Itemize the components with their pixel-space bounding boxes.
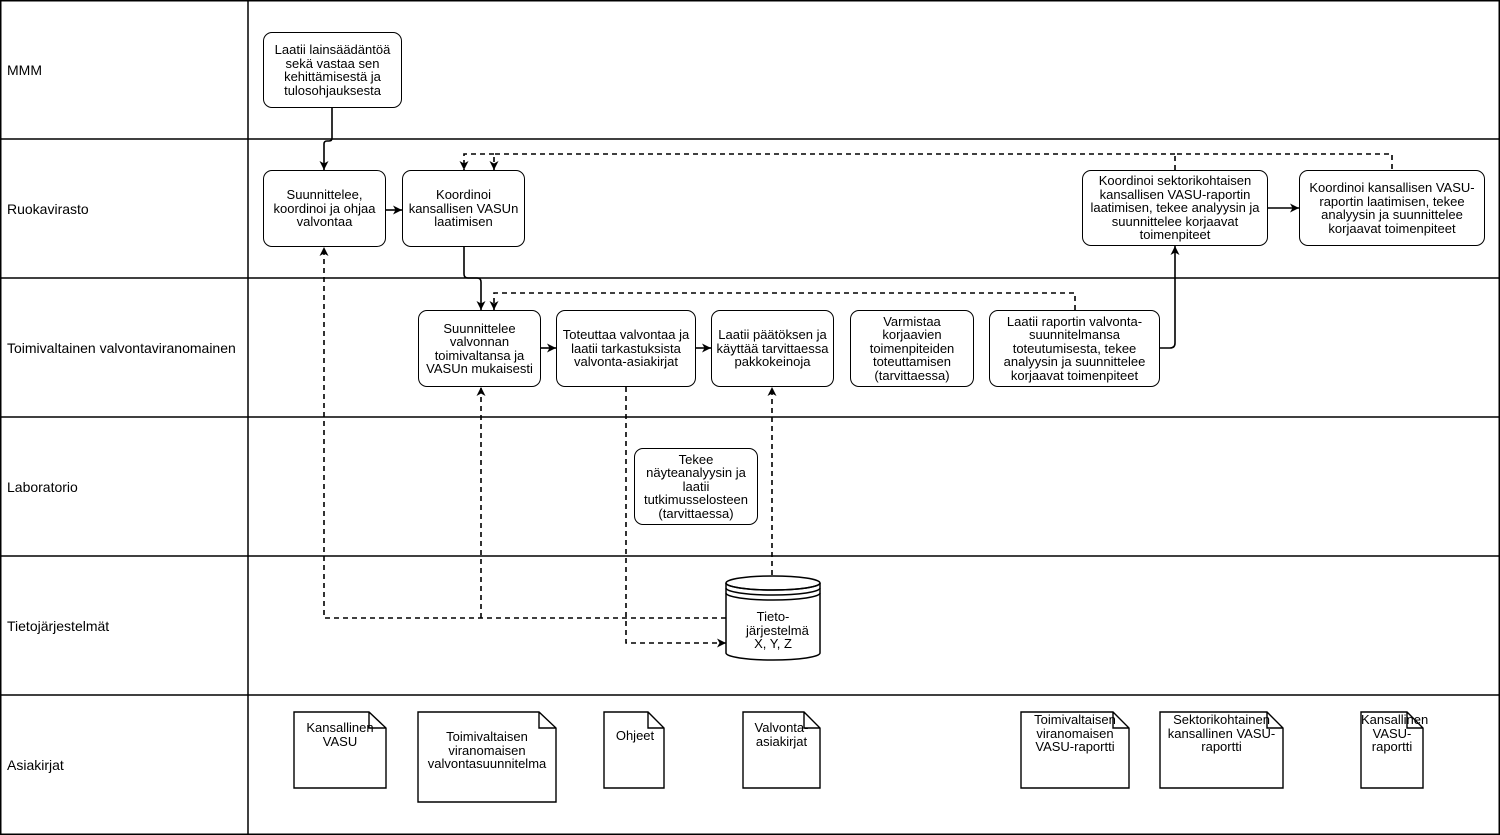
node-label: Koordinoi kansallisen VASU-raportin laat… — [1309, 180, 1475, 236]
edge-feedback-branch-1 — [459, 153, 494, 170]
edge-mmm-to-suunnittelee — [319, 108, 333, 170]
node-label: Koordinoi kansallisen VASUn laatimisen — [408, 187, 519, 230]
doc-shape-valvonta-asiakirjat — [742, 711, 821, 789]
dashed-connectors — [319, 153, 1393, 648]
node-tv-suunnittelee-valvonnan: Suunnittelee valvonnan toimivaltansa ja … — [418, 310, 541, 387]
node-label: Toteuttaa valvontaa ja laatii tarkastuks… — [562, 327, 690, 370]
node-tv-laatii-raportin: Laatii raportin valvonta-suunnitelmansa … — [989, 310, 1160, 387]
doc-kansallinen-vasu: Kansallinen VASU — [306, 720, 374, 749]
lane-label-tietojarjestelmat: Tietojärjestelmät — [7, 618, 110, 634]
edge-db-to-suunnittelee — [319, 247, 726, 619]
node-label: Laatii raportin valvonta-suunnitelmansa … — [1003, 313, 1146, 383]
doc-shape-toimivaltaisen-suunnitelma — [417, 711, 557, 803]
doc-shape-sektorikohtainen-raportti — [1159, 711, 1284, 789]
doc-ohjeet: Ohjeet — [615, 728, 655, 743]
database-label: Tieto-järjestelmä X, Y, Z — [746, 609, 809, 651]
document-shapes — [293, 711, 1424, 803]
edge-tv5-to-sektori — [1160, 246, 1180, 349]
node-ruokavirasto-koordinoi-vasu: Koordinoi kansallisen VASUn laatimisen — [402, 170, 525, 247]
node-ruokavirasto-suunnittelee: Suunnittelee, koordinoi ja ohjaa valvont… — [263, 170, 386, 247]
node-tv-varmistaa-korjaavien: Varmistaa korjaavien toimenpiteiden tote… — [850, 310, 974, 387]
doc-shape-kansallinen-raportti — [1360, 711, 1424, 789]
node-tv-laatii-paatoksen: Laatii päätöksen ja käyttää tarvittaessa… — [711, 310, 834, 387]
node-label: Suunnittelee valvonnan toimivaltansa ja … — [426, 320, 533, 376]
lane-label-toimivaltainen: Toimivaltainen valvontaviranomainen — [7, 340, 236, 356]
lane-label-mmm: MMM — [7, 62, 42, 78]
node-label: Laatii lainsäädäntöä sekä vastaa sen keh… — [274, 42, 391, 98]
doc-valvonta-asiakirjat: Valvonta-asiakirjat — [754, 720, 809, 749]
lane-label-asiakirjat: Asiakirjat — [7, 757, 64, 773]
node-label: Tekee näyteanalyysin ja laatii tutkimuss… — [643, 451, 749, 521]
database-cylinder — [725, 575, 821, 661]
node-tv-toteuttaa-valvontaa: Toteuttaa valvontaa ja laatii tarkastuks… — [556, 310, 696, 387]
node-label: Koordinoi sektorikohtaisen kansallisen V… — [1090, 173, 1260, 243]
edge-feedback-to-ruokavirasto — [494, 153, 1393, 170]
lane-label-ruokavirasto: Ruokavirasto — [7, 201, 89, 217]
node-laboratorio-naytenanalyysi: Tekee näyteanalyysin ja laatii tutkimuss… — [634, 448, 758, 525]
doc-shape-toimivaltaisen-raportti — [1020, 711, 1130, 789]
doc-toimivaltaisen-suunnitelma: Toimivaltaisen viranomaisen valvontasuun… — [427, 729, 547, 771]
edge-koordinoi-to-tv — [463, 247, 486, 310]
edge-tv2-to-db — [625, 387, 726, 648]
node-label: Suunnittelee, koordinoi ja ohjaa valvont… — [273, 187, 376, 230]
doc-toimivaltaisen-raportti: Toimivaltaisen viranomaisen VASU-raportt… — [1034, 712, 1116, 754]
node-ruokavirasto-koordinoi-sektori: Koordinoi sektorikohtaisen kansallisen V… — [1082, 170, 1268, 246]
node-label: Laatii päätöksen ja käyttää tarvittaessa… — [716, 327, 829, 370]
edge-feedback-from-tv5 — [489, 292, 1076, 310]
doc-sektorikohtainen-raportti: Sektorikohtainen kansallinen VASU-raport… — [1167, 712, 1276, 754]
node-ruokavirasto-koordinoi-raportti: Koordinoi kansallisen VASU-raportin laat… — [1299, 170, 1485, 246]
node-label: Varmistaa korjaavien toimenpiteiden tote… — [869, 313, 955, 383]
doc-shape-ohjeet — [603, 711, 665, 789]
lane-label-laboratorio: Laboratorio — [7, 479, 78, 495]
doc-shape-kansallinen-vasu — [293, 711, 387, 789]
doc-kansallinen-raportti: Kansallinen VASU-raportti — [1361, 712, 1429, 754]
node-mmm-laatii-lainsaadantoa: Laatii lainsäädäntöä sekä vastaa sen keh… — [263, 32, 402, 108]
solid-connectors — [319, 108, 1299, 353]
